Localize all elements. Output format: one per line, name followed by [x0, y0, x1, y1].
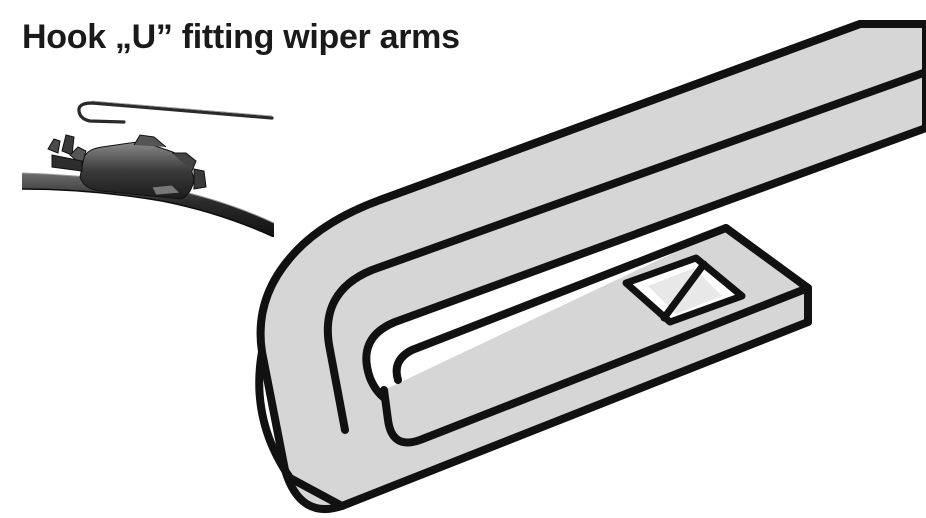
locking-hole: [622, 254, 746, 326]
hook-return-top: [392, 224, 730, 384]
arm-outer-face: [256, 20, 926, 514]
arm-inner-edge: [323, 68, 926, 434]
blade-adapter: [47, 134, 207, 200]
arm-top-edge: [376, 20, 864, 204]
wiper-arm-hook: [77, 100, 274, 124]
wiper-blade-photo: [22, 100, 274, 237]
figure-title: Hook „U” fitting wiper arms: [22, 18, 460, 56]
arm-front-face: [255, 348, 346, 510]
